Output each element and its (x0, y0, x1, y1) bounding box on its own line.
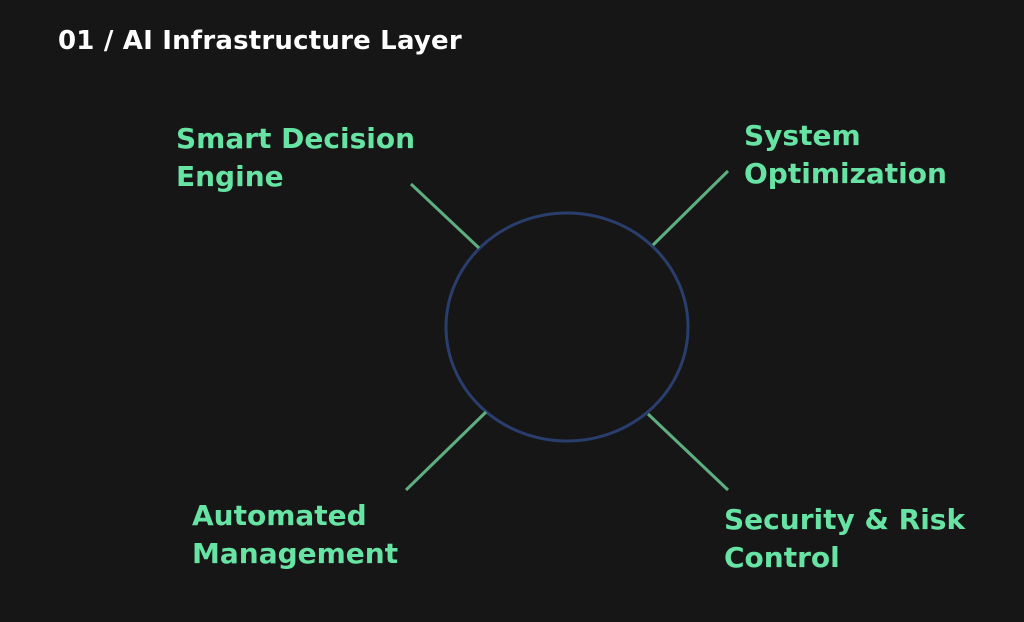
node-label-line: System (744, 119, 861, 152)
node-label-line: Security & Risk (724, 503, 966, 536)
node-smart-decision-engine: Smart Decision Engine (176, 120, 415, 196)
node-automated-management: Automated Management (192, 497, 398, 573)
connector-bottom-right (646, 412, 730, 492)
node-system-optimization: System Optimization (744, 117, 947, 193)
node-label-line: Smart Decision (176, 122, 416, 155)
hub-circle (444, 211, 690, 443)
node-label-line: Automated (192, 499, 367, 532)
node-label-line: Control (724, 541, 840, 574)
connector-top-right (651, 169, 730, 247)
page-title: 01 / AI Infrastructure Layer (58, 26, 462, 56)
node-label-line: Optimization (744, 157, 947, 190)
connector-top-left (409, 182, 481, 250)
connector-bottom-left (404, 410, 488, 492)
node-label-line: Engine (176, 160, 284, 193)
node-security-risk-control: Security & Risk Control (724, 501, 965, 577)
node-label-line: Management (192, 537, 399, 570)
